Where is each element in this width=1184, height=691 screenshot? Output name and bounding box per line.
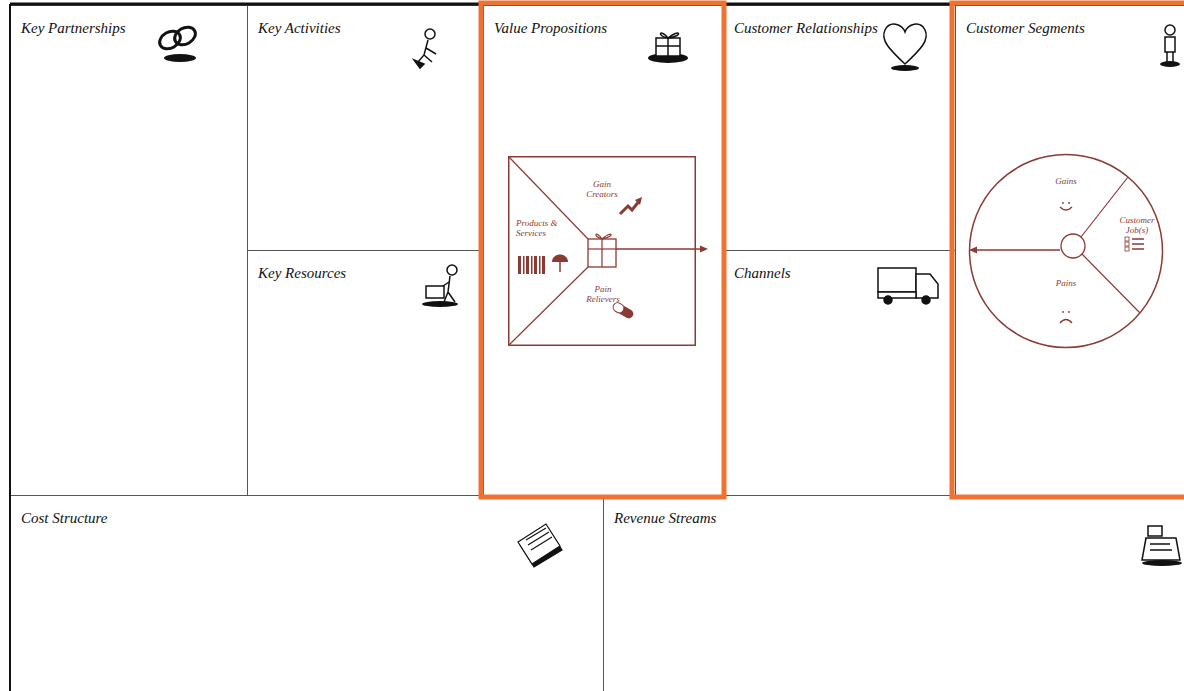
truck-icon	[878, 268, 938, 304]
canvas-block: Customer SegmentsGainsCustomer Job(s) Pai…	[955, 5, 1184, 496]
fit-arrow	[616, 246, 708, 253]
value-map: Gain CreatorsProducts & ServicesPain Rel…	[508, 156, 696, 346]
canvas-block: Key Resources	[247, 250, 484, 496]
block-heading: Channels	[734, 265, 791, 282]
block-heading: Key Partnerships	[21, 20, 126, 37]
section-label: Pain Relievers	[578, 284, 628, 304]
canvas-block: Key Activities	[247, 5, 484, 251]
section-label: Pains	[1046, 278, 1086, 288]
canvas-block: Channels	[723, 250, 956, 496]
heart-icon	[884, 24, 927, 71]
worker-icon	[414, 29, 436, 68]
section-label: Customer Job(s)	[1114, 215, 1160, 235]
resource-icon	[422, 265, 458, 307]
canvas-block: Value PropositionsGain CreatorsProducts …	[483, 5, 724, 496]
fit-arrow	[969, 247, 1060, 254]
canvas-block: Cost Structure	[10, 495, 604, 691]
person-icon	[1160, 25, 1180, 67]
document-icon	[518, 524, 562, 567]
block-heading: Value Propositions	[494, 20, 607, 37]
block-heading: Customer Segments	[966, 20, 1085, 37]
canvas-border	[10, 3, 1184, 6]
block-heading: Revenue Streams	[614, 510, 716, 527]
section-label: Gains	[1046, 176, 1086, 186]
section-label: Gain Creators	[580, 179, 624, 199]
canvas-border	[9, 4, 11, 691]
highlight-frame	[952, 3, 1184, 497]
highlight-frame	[481, 3, 724, 497]
gift-icon	[648, 33, 688, 63]
chain-icon	[156, 24, 198, 62]
block-heading: Cost Structure	[21, 510, 108, 527]
canvas-block: Revenue Streams	[603, 495, 1184, 691]
canvas-block: Key Partnerships	[10, 5, 248, 496]
register-icon	[1142, 526, 1182, 566]
block-heading: Key Resources	[258, 265, 346, 282]
block-heading: Customer Relationships	[734, 20, 878, 37]
block-heading: Key Activities	[258, 20, 341, 37]
canvas-block: Customer Relationships	[723, 5, 956, 251]
customer-profile: GainsCustomer Job(s) Pains	[968, 153, 1164, 349]
section-label: Products & Services	[516, 218, 562, 238]
